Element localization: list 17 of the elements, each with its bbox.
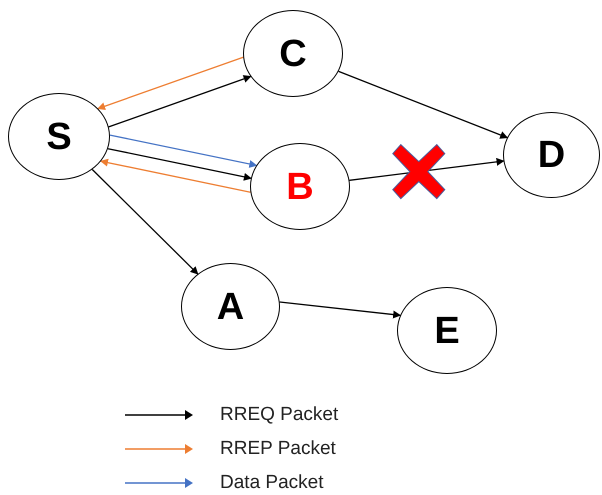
legend-label: Data Packet	[220, 473, 324, 492]
arrow	[108, 148, 252, 181]
node-label: A	[216, 288, 244, 326]
arrow	[100, 158, 251, 193]
legend-label: RREP Packet	[220, 439, 336, 458]
arrow	[108, 75, 252, 128]
arrow	[92, 169, 198, 275]
arrow	[338, 70, 508, 139]
node-label: D	[538, 136, 566, 174]
arrow	[97, 56, 244, 110]
node-label: C	[279, 34, 307, 72]
arrow	[280, 301, 402, 318]
arrow	[110, 134, 258, 168]
node-label: B	[286, 168, 314, 206]
legend-label: RREQ Packet	[220, 405, 338, 424]
node-label: S	[46, 118, 72, 156]
node-label: E	[434, 312, 460, 350]
